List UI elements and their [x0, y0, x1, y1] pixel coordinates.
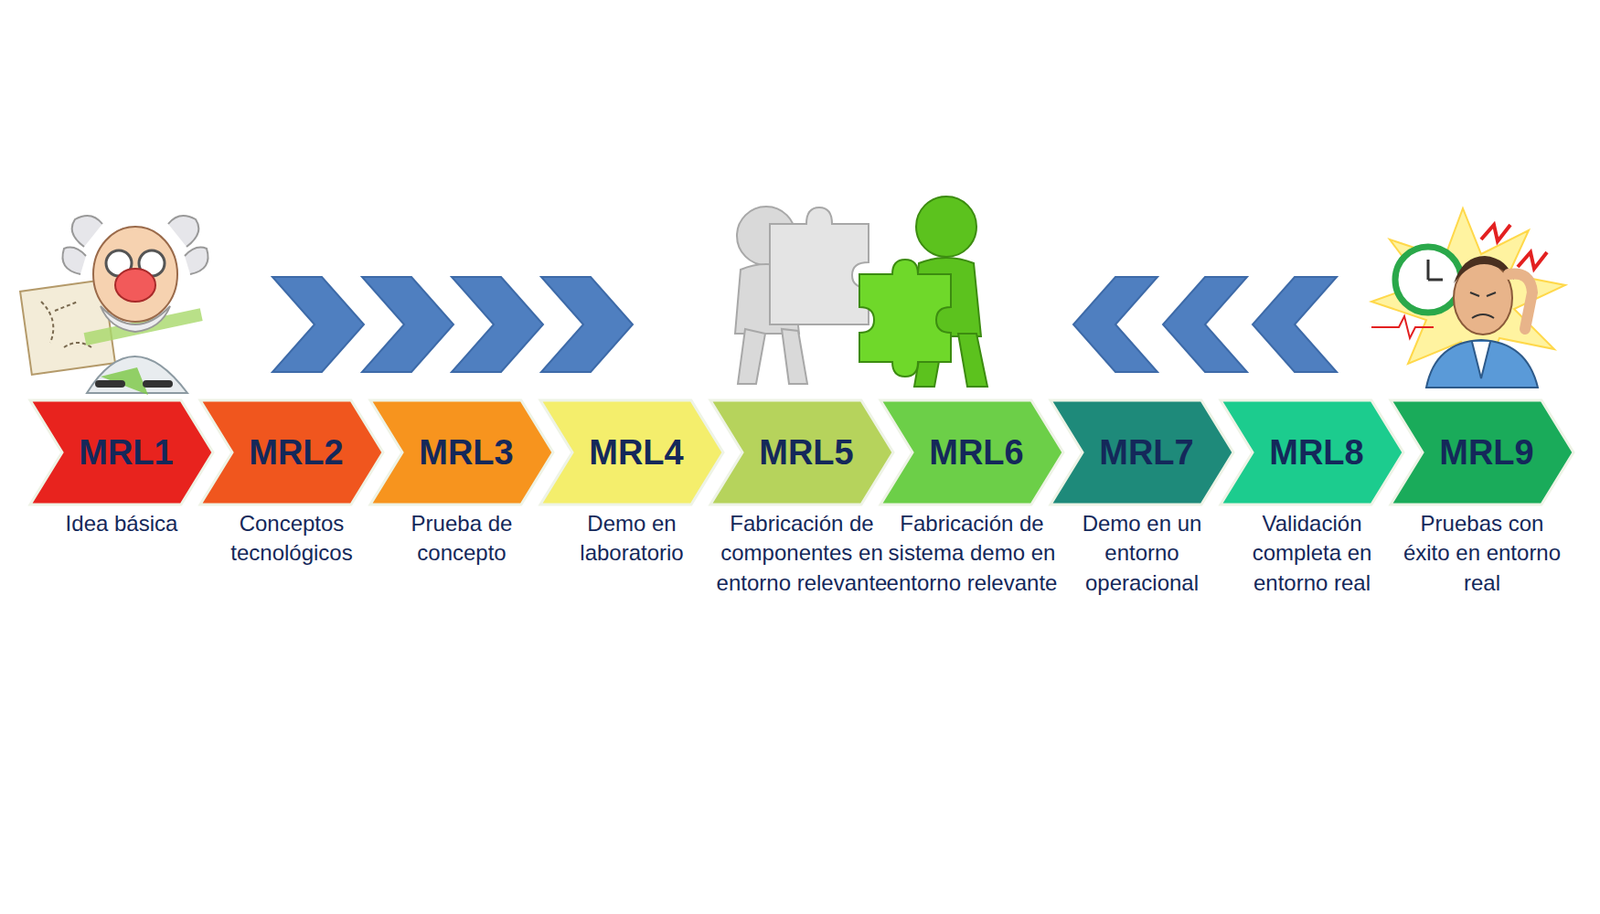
stage-chevron: MRL7Demo en un entorno operacional — [1050, 399, 1234, 506]
puzzle-figures-part-part — [737, 329, 808, 384]
puzzle-figures-part — [735, 206, 869, 384]
stressed-man-part — [1517, 252, 1547, 269]
puzzle-figures-part-part — [916, 196, 977, 257]
stage-description: Validación completa en entorno real — [1225, 509, 1399, 598]
stressed-man — [1371, 208, 1566, 388]
progress-chevrons-left-part — [1162, 277, 1248, 373]
stressed-man-part — [1472, 341, 1491, 379]
progress-chevrons-left-part — [1073, 277, 1158, 373]
stage-label: MRL1 — [57, 399, 195, 506]
stage-chevron: MRL5Fabricación de componentes en entorn… — [710, 399, 894, 506]
chevron-fill — [540, 400, 724, 505]
puzzle-figures-part-part — [769, 207, 869, 325]
stage-chevron: MRL8Validación completa en entorno real — [1220, 399, 1404, 506]
stage-description: Demo en un entorno operacional — [1055, 509, 1229, 598]
stressed-man-part — [1395, 246, 1462, 313]
stage-chevron: MRL2Conceptos tecnológicos — [200, 399, 384, 506]
professor-figure — [20, 215, 208, 395]
chevron-fill — [880, 400, 1064, 505]
stressed-man-part — [1508, 273, 1533, 330]
stressed-man-part — [1371, 316, 1434, 339]
stage-label: MRL9 — [1418, 399, 1556, 506]
stage-description: Conceptos tecnológicos — [204, 509, 379, 569]
progress-chevrons-right-part — [362, 277, 454, 373]
professor-figure-part — [100, 306, 171, 332]
stressed-man-part — [1453, 256, 1515, 284]
stage-chevron: MRL4Demo en laboratorio — [540, 399, 724, 506]
professor-figure-part — [72, 215, 200, 247]
puzzle-figures-part — [859, 196, 988, 387]
professor-figure-part — [115, 268, 156, 302]
chevron-fill — [1220, 400, 1404, 505]
professor-figure-part — [93, 226, 178, 322]
stage-chevron: MRL3Prueba de concepto — [370, 399, 554, 506]
chevron-fill — [200, 400, 384, 505]
stage-description: Fabricación de sistema demo en entorno r… — [885, 509, 1059, 598]
stage-description: Pruebas con éxito en entorno real — [1395, 509, 1569, 598]
stage-label: MRL6 — [907, 399, 1046, 506]
chevron-fill — [1050, 400, 1234, 505]
stage-label: MRL7 — [1077, 399, 1216, 506]
stage-chevron: MRL9Pruebas con éxito en entorno real — [1390, 399, 1574, 506]
stage-label: MRL8 — [1248, 399, 1386, 506]
stressed-man-part — [1426, 340, 1538, 388]
stage-description: Demo en laboratorio — [544, 509, 719, 569]
progress-chevrons-right-part — [451, 277, 544, 373]
stage-chevron: MRL1Idea básica — [30, 399, 214, 506]
puzzle-figures — [735, 196, 988, 387]
stage-description: Fabricación de componentes en entorno re… — [714, 509, 889, 598]
progress-chevrons-right-part — [541, 277, 633, 373]
professor-figure-part — [41, 301, 92, 348]
stressed-man-part — [1428, 259, 1443, 280]
chevron-fill — [710, 400, 894, 505]
progress-chevrons-left-part — [1252, 277, 1337, 373]
chevron-fill — [370, 400, 554, 505]
stressed-man-part — [1481, 224, 1511, 242]
progress-chevrons-right-part — [272, 277, 364, 373]
chevron-fill — [30, 400, 214, 505]
stage-label: MRL5 — [737, 399, 875, 506]
stage-description: Idea básica — [34, 509, 209, 539]
stage-label: MRL4 — [567, 399, 705, 506]
progress-chevrons-left — [1073, 277, 1337, 373]
stage-description: Prueba de concepto — [374, 509, 549, 569]
stressed-man-part — [1470, 292, 1496, 319]
chevron-fill — [1390, 400, 1574, 505]
puzzle-figures-part-part — [859, 259, 951, 377]
stage-label: MRL3 — [397, 399, 535, 506]
professor-figure-part — [98, 380, 170, 388]
progress-chevrons-right — [272, 277, 633, 373]
stage-chevron: MRL6Fabricación de sistema demo en entor… — [880, 399, 1064, 506]
stage-label: MRL2 — [227, 399, 365, 506]
